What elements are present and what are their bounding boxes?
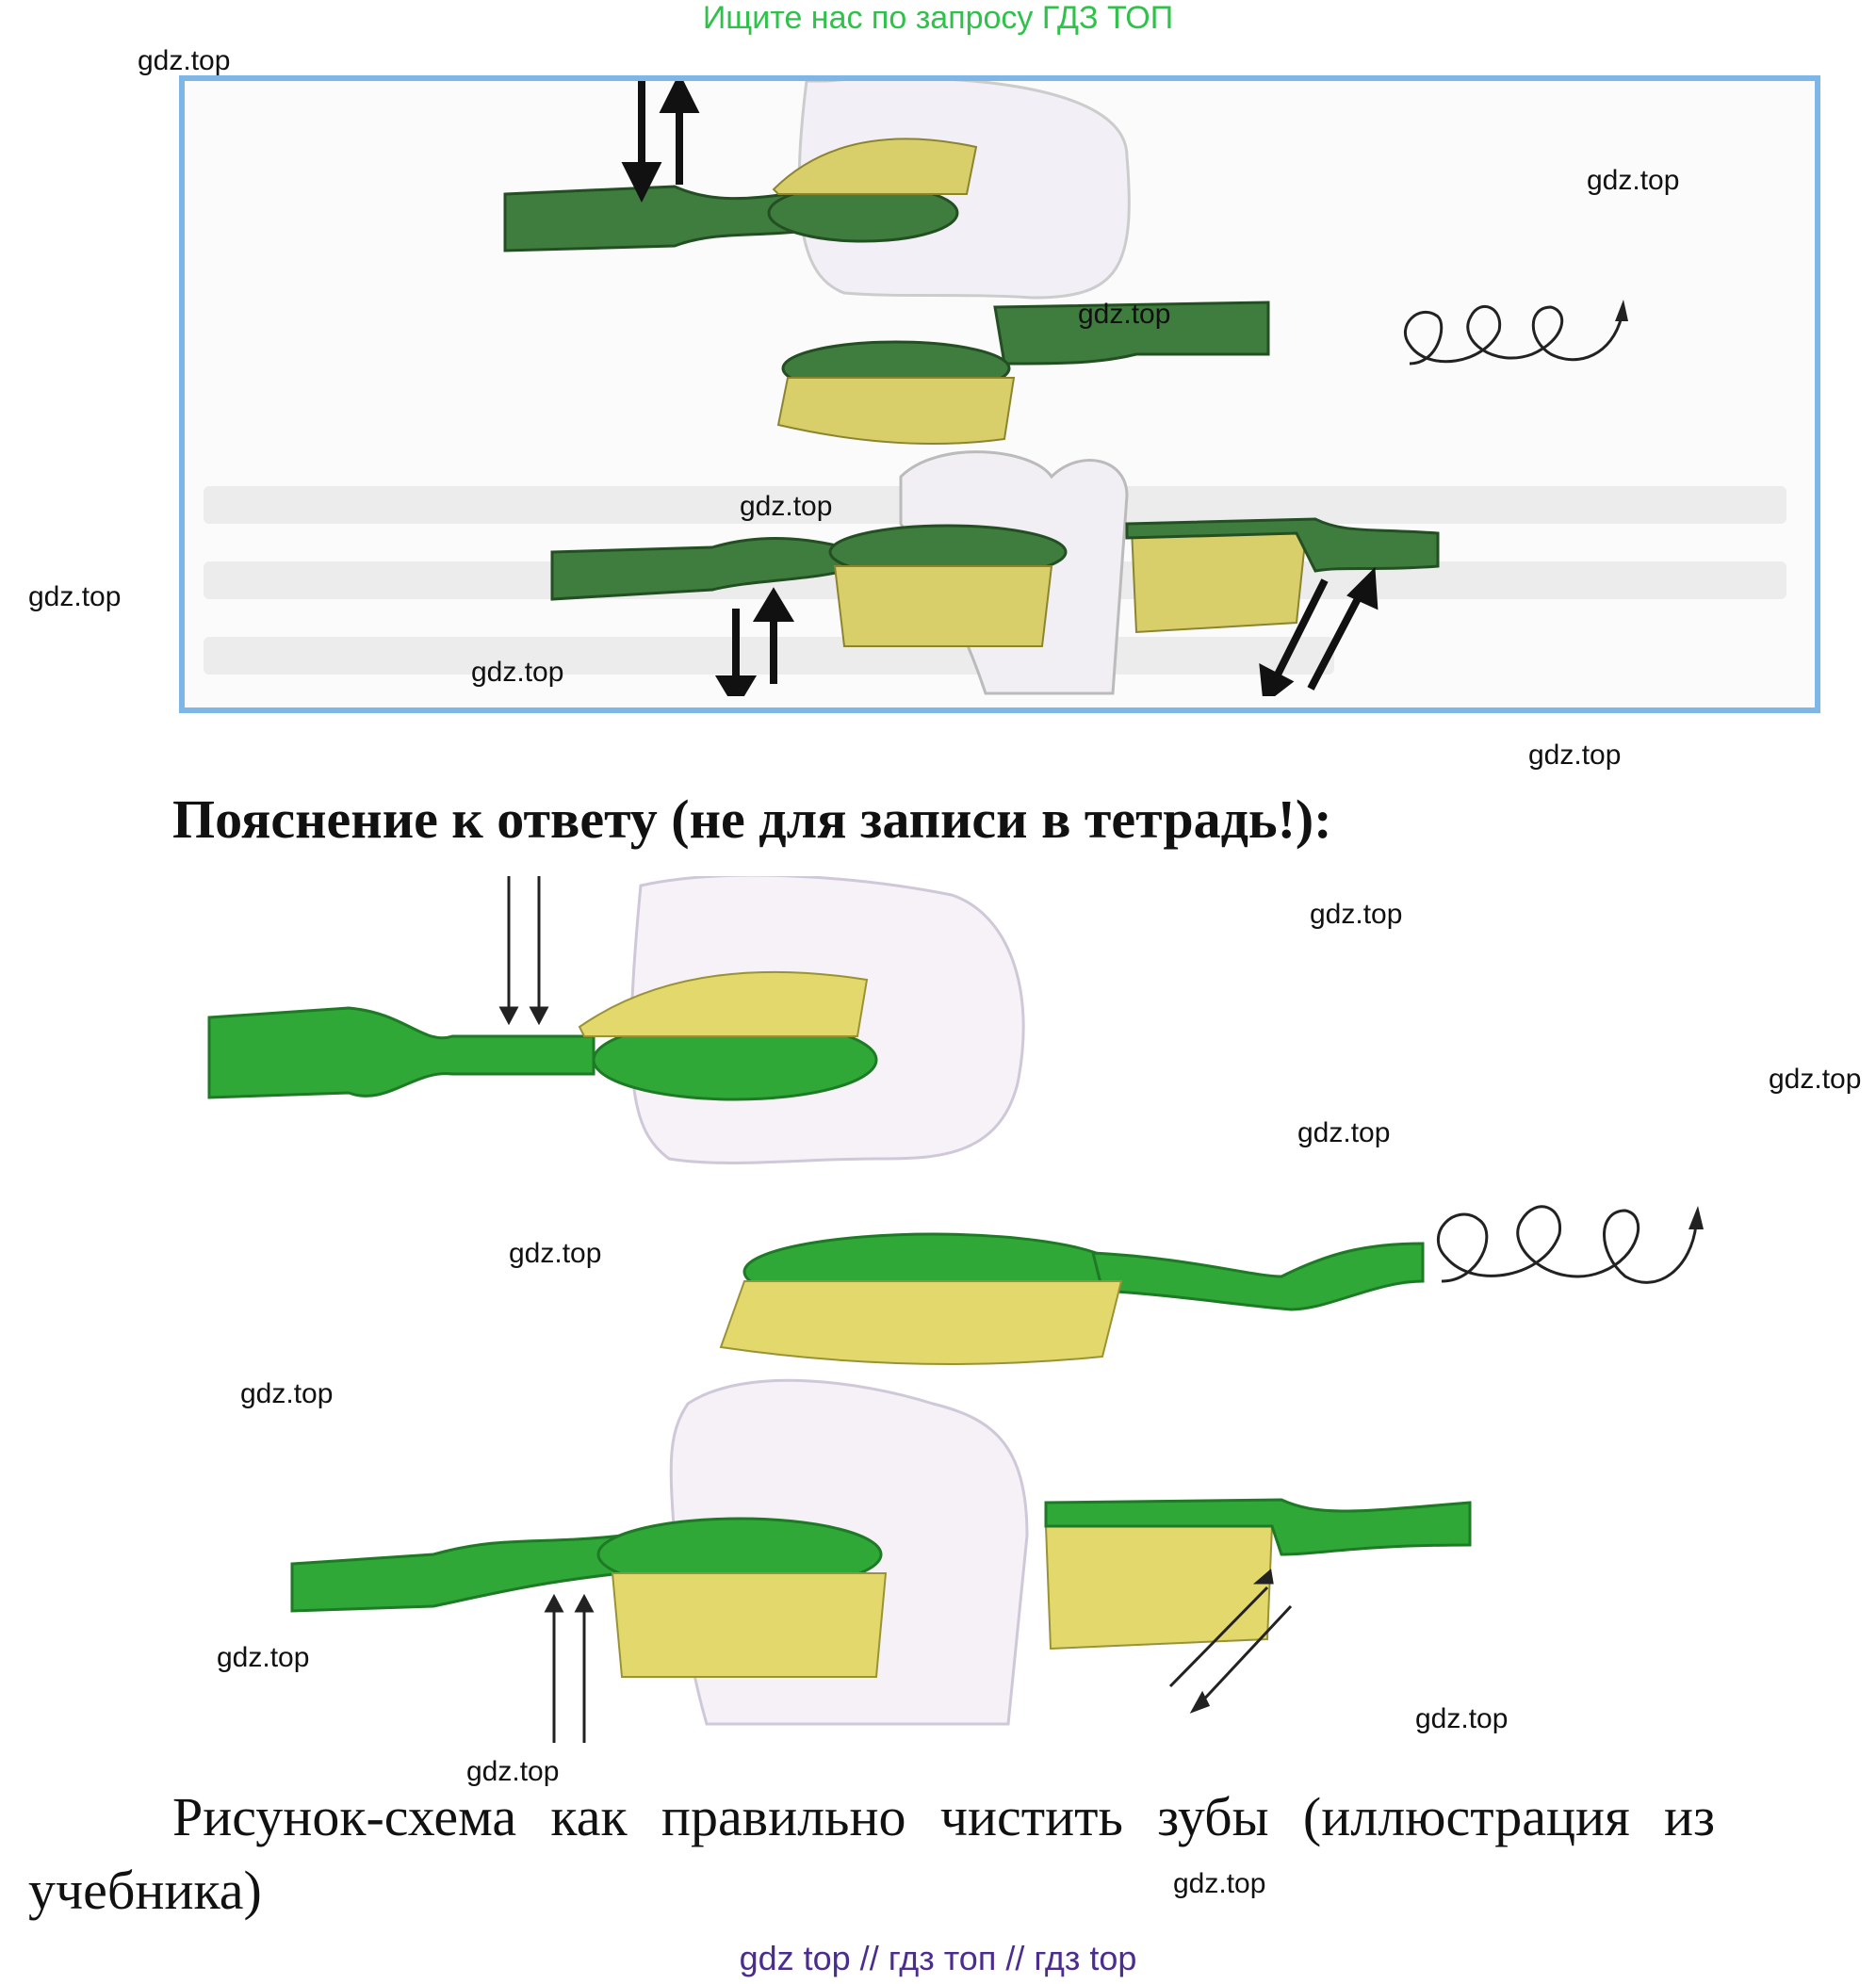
watermark: gdz.top — [1078, 299, 1171, 330]
brush-top-handle — [207, 1006, 595, 1099]
thin-arrows-bottom-right — [1168, 1569, 1293, 1714]
textbook-figure-drawing — [207, 876, 1704, 1743]
watermark: gdz.top — [217, 1642, 310, 1673]
answer-figure-drawing — [204, 81, 1786, 696]
watermark: gdz.top — [240, 1378, 334, 1409]
watermark: gdz.top — [138, 45, 231, 76]
brush-mid-handle — [1091, 1242, 1425, 1311]
answer-figure — [179, 75, 1820, 713]
brush-low-right-bristles — [1130, 527, 1308, 634]
watermark: gdz.top — [1310, 899, 1403, 930]
brush-top-handle — [503, 185, 799, 252]
watermark: gdz.top — [1297, 1117, 1391, 1148]
watermark: gdz.top — [740, 491, 833, 522]
watermark: gdz.top — [1587, 165, 1680, 196]
bold-arrows-bottom-left — [714, 587, 795, 696]
brush-mid-bristles — [719, 1280, 1123, 1365]
textbook-figure — [198, 876, 1715, 1762]
brush-low-right-handle — [1125, 517, 1440, 573]
brush-low-right-bristles — [1044, 1525, 1274, 1651]
watermark: gdz.top — [1173, 1868, 1266, 1899]
circular-motion-icon — [1437, 1205, 1698, 1284]
brush-top-bristles — [578, 970, 869, 1037]
brush-low-left-bristles — [611, 1572, 888, 1678]
watermark: gdz.top — [1769, 1064, 1862, 1095]
watermark: gdz.top — [509, 1238, 602, 1269]
search-banner: Ищите нас по запросу ГДЗ ТОП — [702, 0, 1174, 36]
watermark: gdz.top — [1528, 740, 1622, 771]
watermark: gdz.top — [1415, 1703, 1509, 1734]
bold-arrows-top — [621, 81, 700, 203]
brush-low-left-bristles — [833, 565, 1053, 647]
brush-low-right-handle — [1044, 1498, 1472, 1556]
thin-arrows-bottom-left — [544, 1593, 595, 1743]
bold-arrows-bottom-right — [1259, 566, 1378, 696]
watermark: gdz.top — [466, 1756, 560, 1787]
watermark: gdz.top — [28, 581, 122, 612]
thin-arrows-top — [498, 876, 549, 1026]
circular-motion-icon — [1403, 304, 1623, 366]
watermark: gdz.top — [471, 657, 564, 688]
brush-mid-bristles — [776, 377, 1016, 445]
figure-caption: Рисунок-схема как правильно чистить зубы… — [28, 1786, 1715, 1921]
explanation-heading: Пояснение к ответу (не для записи в тетр… — [172, 789, 1332, 850]
brush-low-left-handle — [290, 1534, 624, 1613]
brush-mid-handle — [993, 301, 1270, 366]
footer-links: gdz top // гдз топ // гдз top — [739, 1939, 1137, 1977]
brush-top-bristles — [772, 138, 978, 195]
